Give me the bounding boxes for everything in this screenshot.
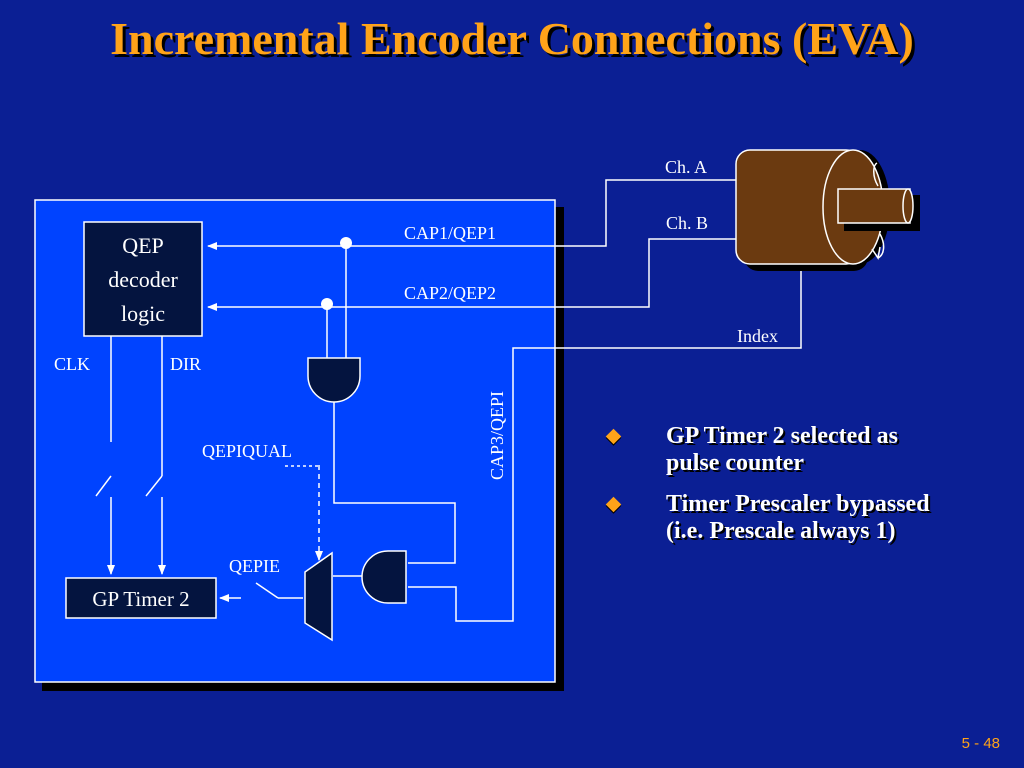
cap2-qep2-label: CAP2/QEP2 [404, 283, 496, 303]
diamond-bullet-icon [605, 428, 622, 445]
dir-label: DIR [170, 354, 201, 374]
bullet-text-line: Timer Prescaler bypassed [666, 491, 930, 517]
bullet-text-line: pulse counter [666, 450, 804, 476]
ch-a-label: Ch. A [665, 157, 707, 177]
diamond-bullet-icon [605, 496, 622, 513]
ch-b-label: Ch. B [666, 213, 708, 233]
junction-dot [340, 237, 352, 249]
cap1-qep1-label: CAP1/QEP1 [404, 223, 496, 243]
qep-box-line-3: logic [121, 301, 165, 326]
slide-title: Incremental Encoder Connections (EVA) [110, 13, 914, 64]
qep-decoder-box [83, 221, 203, 337]
cap3-qepi-label: CAP3/QEPI [487, 391, 507, 480]
multiplexer [304, 551, 333, 642]
qep-box-line-1: QEP [122, 233, 164, 258]
bullet-list: GP Timer 2 selected as pulse counter Tim… [604, 423, 1004, 559]
bullet-item: GP Timer 2 selected as pulse counter [604, 423, 1004, 477]
qep-box-line-2: decoder [108, 267, 178, 292]
bullet-text-line: GP Timer 2 selected as [666, 423, 898, 449]
clk-label: CLK [54, 354, 90, 374]
bullet-text-line: (i.e. Prescale always 1) [666, 518, 896, 544]
wires [95, 179, 802, 622]
bullet-item: Timer Prescaler bypassed (i.e. Prescale … [604, 491, 1004, 545]
and-gate-horizontal [361, 550, 407, 604]
and-gate-vertical [307, 357, 361, 403]
gp-timer-label: GP Timer 2 [92, 587, 189, 611]
qepiqual-label: QEPIQUAL [202, 441, 292, 461]
junction-dot [321, 298, 333, 310]
encoder-icon [735, 149, 920, 271]
page-number: 5 - 48 [961, 735, 1000, 752]
gp-timer-box [65, 577, 217, 619]
index-label: Index [737, 326, 778, 346]
qepie-label: QEPIE [229, 556, 280, 576]
